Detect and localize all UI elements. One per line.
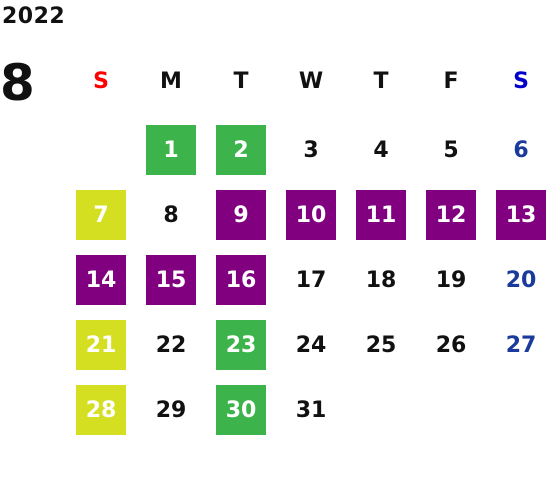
calendar-day-13[interactable]: 13 (496, 190, 546, 240)
calendar-day-21[interactable]: 21 (76, 320, 126, 370)
calendar-day-24[interactable]: 24 (295, 332, 327, 358)
calendar-year: 2022 (2, 4, 66, 29)
calendar-day-28[interactable]: 28 (76, 385, 126, 435)
weekday-header-tuesday: T (233, 68, 249, 94)
calendar-day-19[interactable]: 19 (435, 267, 467, 293)
calendar-day-17[interactable]: 17 (295, 267, 327, 293)
weekday-header-saturday: S (513, 68, 529, 94)
calendar-day-4[interactable]: 4 (373, 137, 389, 163)
calendar-day-25[interactable]: 25 (365, 332, 397, 358)
calendar-day-12[interactable]: 12 (426, 190, 476, 240)
calendar-day-8[interactable]: 8 (163, 202, 179, 228)
weekday-header-wednesday: W (298, 68, 324, 94)
calendar-day-3[interactable]: 3 (303, 137, 319, 163)
calendar-day-27[interactable]: 27 (505, 332, 537, 358)
weekday-header-friday: F (443, 68, 459, 94)
calendar-day-11[interactable]: 11 (356, 190, 406, 240)
calendar-day-9[interactable]: 9 (216, 190, 266, 240)
weekday-header-monday: M (160, 68, 182, 94)
calendar-day-18[interactable]: 18 (365, 267, 397, 293)
calendar-day-29[interactable]: 29 (155, 397, 187, 423)
calendar-day-7[interactable]: 7 (76, 190, 126, 240)
calendar-day-1[interactable]: 1 (146, 125, 196, 175)
calendar-day-22[interactable]: 22 (155, 332, 187, 358)
calendar-day-23[interactable]: 23 (216, 320, 266, 370)
calendar-day-20[interactable]: 20 (505, 267, 537, 293)
calendar-day-10[interactable]: 10 (286, 190, 336, 240)
weekday-header-sunday: S (93, 68, 109, 94)
calendar-day-15[interactable]: 15 (146, 255, 196, 305)
calendar-day-6[interactable]: 6 (513, 137, 529, 163)
calendar-day-14[interactable]: 14 (76, 255, 126, 305)
calendar-day-31[interactable]: 31 (295, 397, 327, 423)
weekday-header-thursday: T (373, 68, 389, 94)
calendar-month: 8 (0, 54, 35, 112)
calendar-day-2[interactable]: 2 (216, 125, 266, 175)
calendar-day-16[interactable]: 16 (216, 255, 266, 305)
calendar-day-5[interactable]: 5 (443, 137, 459, 163)
calendar-day-26[interactable]: 26 (435, 332, 467, 358)
calendar-day-30[interactable]: 30 (216, 385, 266, 435)
